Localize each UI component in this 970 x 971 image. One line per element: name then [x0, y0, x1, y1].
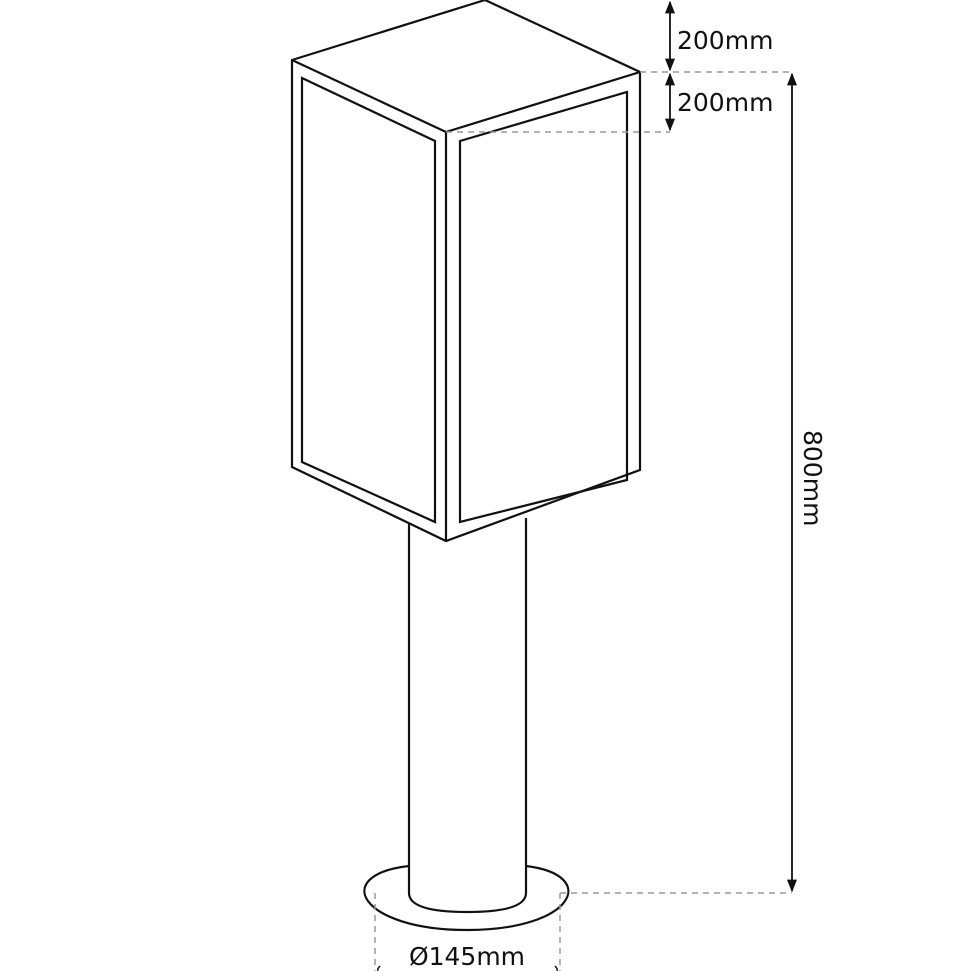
base-plate [363, 864, 570, 932]
left-glass-panel [300, 76, 437, 524]
extension-lines [374, 71, 792, 971]
body-height-label: 800mm [798, 430, 827, 526]
dimension-lines [664, 0, 798, 893]
lamp-head-outline [290, 0, 642, 543]
pole [407, 518, 528, 914]
lamp-drawing [290, 0, 642, 932]
base-diameter-label: Ø145mm [409, 942, 525, 971]
head-height-label: 200mm [677, 88, 773, 117]
right-glass-panel [458, 90, 629, 524]
lid-height-label: 200mm [677, 26, 773, 55]
